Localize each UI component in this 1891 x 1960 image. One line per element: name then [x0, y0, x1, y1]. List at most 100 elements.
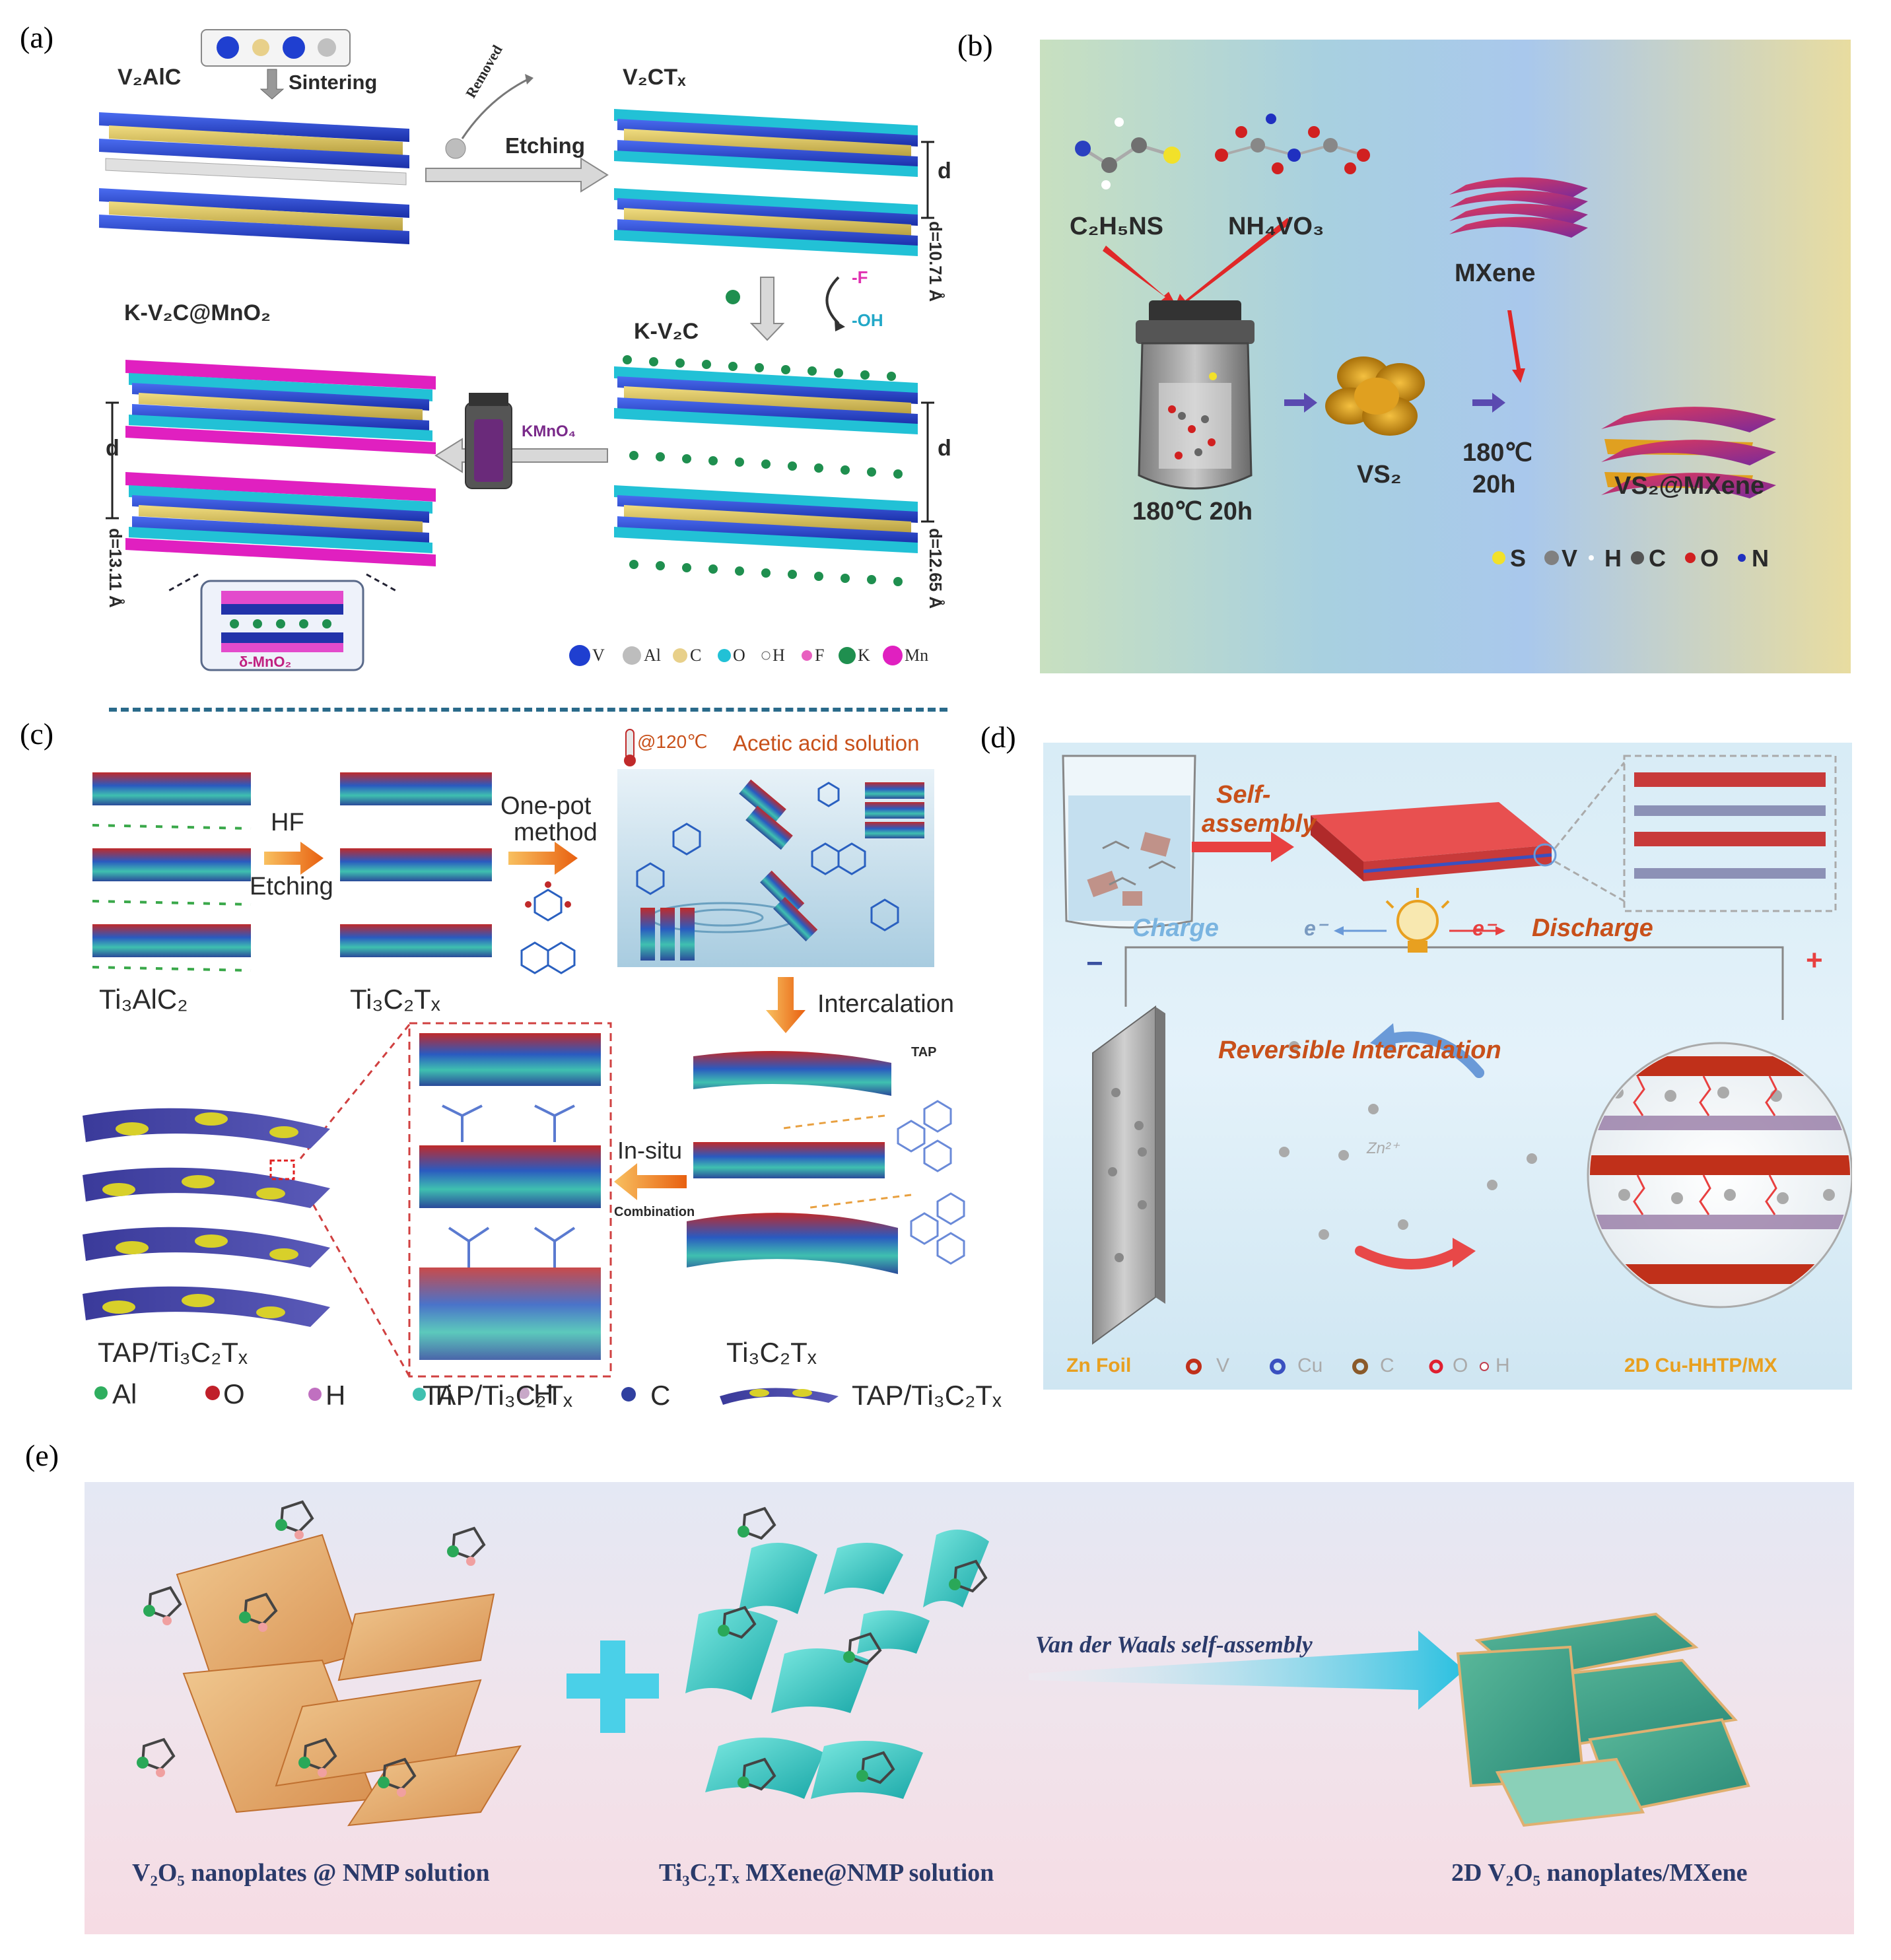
zoom-layers	[1634, 772, 1826, 879]
c-ti3alc2-label: Ti₃AlC₂	[99, 984, 188, 1015]
c-tap-mid-label: TAP/Ti₃C₂Tₓ	[423, 1380, 572, 1411]
d-legend-v: V	[1216, 1355, 1230, 1376]
b-cond2a-label: 180℃	[1462, 439, 1533, 467]
panel-a: V₂AlC Sintering Removed Etching V₂CTₓ d …	[0, 0, 951, 693]
c-legend-ti: Ti	[430, 1380, 453, 1411]
a-d1-label: d=10.71 Å	[926, 221, 946, 302]
beaker-icon	[1062, 755, 1196, 929]
b-nh4vo3-label: NH₄VO₃	[1228, 213, 1324, 240]
b-legend-v: V	[1562, 545, 1578, 572]
panel-a-legend	[569, 645, 903, 666]
c-temp-label: @120℃	[637, 731, 708, 752]
panel-e-graphics	[137, 1500, 1750, 1827]
a-etching-label: Etching	[505, 133, 585, 158]
c-onepot2-label: method	[514, 819, 598, 846]
c-legend-h2: H	[533, 1378, 554, 1409]
autoclave-icon	[465, 393, 512, 489]
panel-d-graphics	[1062, 755, 1852, 1374]
v2ctx-stack	[614, 109, 918, 256]
separator-dashed	[109, 708, 947, 712]
d-e-right: e⁻	[1472, 916, 1496, 940]
a-kv2c-mno2-label: K-V₂C@MnO₂	[124, 300, 271, 325]
a-v2alc-label: V₂AlC	[118, 65, 182, 90]
a-d2-label: d=13.11 Å	[106, 528, 125, 608]
a-legend-h: H	[773, 646, 785, 665]
b-legend-c: C	[1649, 545, 1666, 572]
c-legend-h1: H	[326, 1380, 346, 1411]
panel-c: @120℃ Acetic acid solution HF Etching On…	[0, 720, 1030, 1426]
panel-e: V₂O₅ nanoplates @ NMP solution Ti₃C₂Tₓ M…	[85, 1482, 1854, 1934]
c-acetic-label: Acetic acid solution	[733, 731, 920, 755]
d-znfoil-label: Zn Foil	[1066, 1355, 1132, 1376]
b-mxene-label: MXene	[1455, 259, 1536, 287]
film-block	[1311, 802, 1557, 881]
a-d3-label: d=12.65 Å	[926, 528, 946, 609]
d-legend-o: O	[1453, 1355, 1468, 1376]
a-legend-al: Al	[644, 646, 661, 665]
b-legend-n: N	[1752, 545, 1769, 572]
ti3c2tx-stack-b	[687, 1051, 898, 1274]
a-legend-f: F	[815, 646, 825, 665]
a-legend-mn: Mn	[905, 646, 929, 665]
c2h5ns-molecule	[1075, 118, 1181, 189]
kv2c-stack	[614, 366, 918, 553]
panel-c-legend	[94, 1386, 839, 1405]
e-left-label: V₂O₅ nanoplates @ NMP solution	[132, 1859, 490, 1887]
c-legend-o: O	[223, 1378, 245, 1409]
d-product-label: 2D Cu-HHTP/MX	[1624, 1355, 1777, 1376]
a-legend-c: C	[690, 646, 702, 665]
a-legend-v: V	[592, 646, 605, 665]
c-legend-al: Al	[112, 1378, 137, 1409]
tap-ti3c2tx-sheets	[83, 1108, 330, 1327]
panel-b-legend	[1492, 551, 1746, 565]
plus-sign	[567, 1640, 659, 1733]
panel-label-c: (c)	[20, 717, 54, 751]
vs2-flower	[1325, 356, 1425, 436]
b-product-label: VS₂@MXene	[1614, 472, 1765, 500]
a-d-left: d	[106, 436, 120, 461]
d-plus-label: +	[1806, 944, 1823, 976]
a-delta-label: δ-MnO₂	[239, 654, 292, 670]
panel-c-graphics	[83, 729, 965, 1405]
d-reversible-label: Reversible Intercalation	[1218, 1036, 1501, 1064]
c-tap-left-label: TAP/Ti₃C₂Tₓ	[98, 1337, 248, 1368]
ti3alc2-stack	[92, 772, 252, 972]
c-etching-label: Etching	[250, 873, 333, 900]
a-kmno4-label: KMnO₄	[522, 422, 576, 440]
c-tap-label: TAP	[911, 1045, 937, 1060]
c-hf-label: HF	[271, 809, 304, 836]
panel-label-a: (a)	[20, 20, 54, 54]
d-legend-cu: Cu	[1297, 1355, 1323, 1376]
a-kv2c-label: K-V₂C	[634, 319, 699, 344]
d-self2-label: assembly	[1202, 810, 1317, 838]
panel-b: C₂H₅NS NH₄VO₃ MXene 180℃ 20h VS₂ 180℃ 20…	[1040, 40, 1851, 673]
d-self1-label: Self-	[1216, 781, 1271, 809]
ti3c2tx-stack-a	[340, 772, 492, 957]
nh4vo3-molecule	[1215, 114, 1370, 174]
b-legend-h: H	[1604, 545, 1622, 572]
c-legend-last: TAP/Ti₃C₂Tₓ	[852, 1380, 1002, 1411]
c-legend-c: C	[650, 1380, 671, 1411]
e-right-label: 2D V₂O₅ nanoplates/MXene	[1451, 1859, 1748, 1887]
panel-label-e: (e)	[25, 1438, 59, 1472]
a-v2ctx-label: V₂CTₓ	[623, 65, 686, 90]
b-c2h5ns-label: C₂H₅NS	[1070, 213, 1163, 240]
c-ti3c2tx-a-label: Ti₃C₂Tₓ	[350, 984, 440, 1015]
c-intercalation-label: Intercalation	[817, 990, 955, 1018]
panel-label-b: (b)	[957, 28, 993, 62]
a-d-top: d	[938, 158, 951, 184]
b-cond1-label: 180℃ 20h	[1132, 498, 1253, 525]
e-middle-label: Ti₃C₂Tₓ MXene@NMP solution	[659, 1859, 994, 1887]
panel-b-graphics	[1075, 114, 1776, 565]
a-d-right: d	[938, 436, 951, 461]
a-sintering-label: Sintering	[289, 71, 378, 94]
zn-foil-plate	[1092, 1005, 1165, 1345]
v2o5-plates	[176, 1534, 522, 1827]
kv2c-mno2-stack	[125, 360, 436, 566]
a-f-label: -F	[852, 267, 868, 287]
c-combination-label: Combination	[614, 1205, 695, 1219]
vs2-mxene-product	[1601, 407, 1776, 498]
v2o5-mxene-plates	[1456, 1612, 1750, 1827]
k-ions	[623, 355, 903, 586]
d-zn-label: Zn²⁺	[1367, 1139, 1399, 1157]
